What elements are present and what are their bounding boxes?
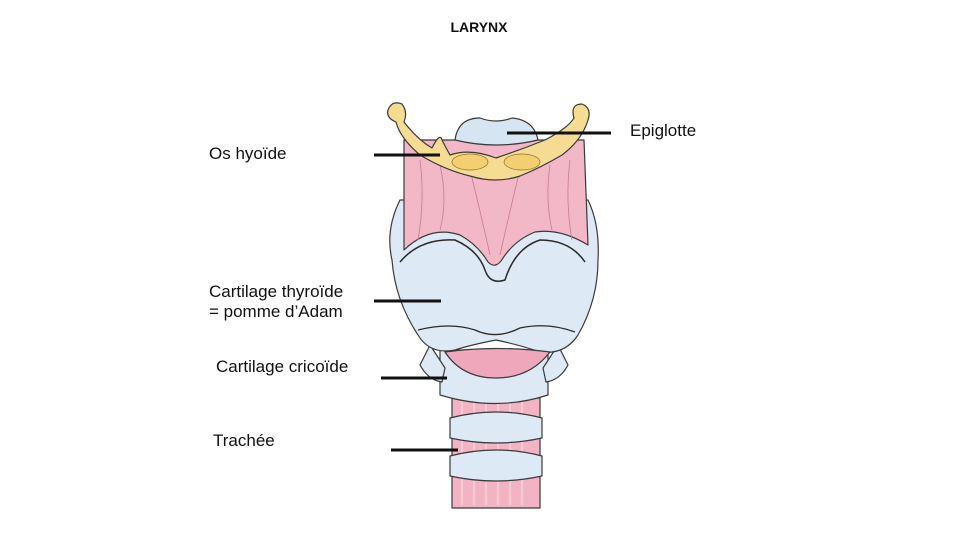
label-hyoid: Os hyoïde: [209, 144, 287, 163]
trachea-ring: [449, 411, 543, 444]
diagram-title: LARYNX: [450, 19, 508, 35]
label-cricoid: Cartilage cricoïde: [216, 357, 349, 376]
label-epiglottis: Epiglotte: [630, 121, 697, 140]
label-thyroid-line1: Cartilage thyroïde: [209, 282, 344, 301]
epiglottis: [454, 117, 539, 146]
label-trachea: Trachée: [213, 431, 275, 450]
trachea-ring: [449, 449, 543, 482]
label-thyroid-line2: = pomme d’Adam: [209, 302, 343, 321]
thyrohyoid-membrane: [403, 139, 589, 266]
thyroid-cartilage: [389, 199, 599, 353]
